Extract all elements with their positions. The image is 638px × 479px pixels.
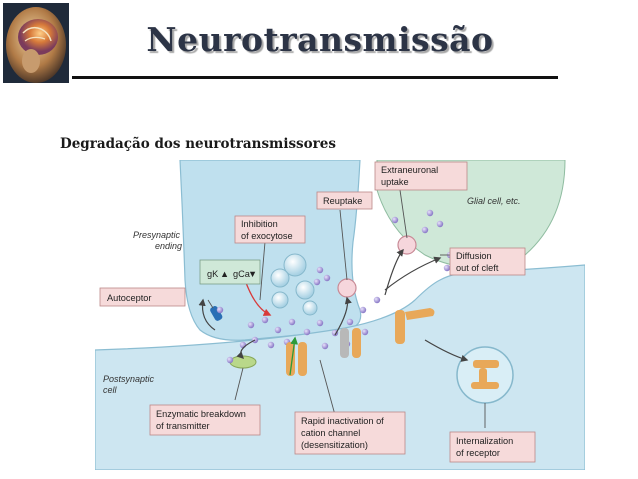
svg-text:Internalization: Internalization [456, 436, 513, 446]
svg-text:Autoceptor: Autoceptor [107, 293, 151, 303]
svg-text:Diffusion: Diffusion [456, 251, 492, 261]
synaptic-vesicles [270, 253, 318, 316]
inhibition-exocytose-box: Inhibition of exocytose [234, 215, 306, 244]
enzymatic-breakdown-box: Enzymatic breakdown of transmitter [149, 404, 261, 436]
diffusion-box: Diffusion out of cleft [449, 247, 526, 276]
brain-logo-image [3, 3, 69, 83]
gk-up-icon: ▲ [220, 269, 229, 279]
extraneuronal-uptake-box: Extraneuronal uptake [374, 161, 468, 191]
autoceptor-box: Autoceptor [99, 287, 186, 307]
presynaptic-ending [179, 160, 362, 341]
postsynaptic-label-2: cell [103, 385, 118, 395]
postsynaptic-label-1: Postsynaptic [103, 374, 155, 384]
svg-text:Rapid inactivation of: Rapid inactivation of [301, 416, 384, 426]
svg-text:Inhibition: Inhibition [241, 219, 278, 229]
extraneuronal-carrier [397, 235, 417, 255]
gca-down-icon: ▼ [248, 269, 257, 279]
process-arrows [198, 248, 469, 376]
svg-text:of exocytose: of exocytose [241, 231, 293, 241]
gk-label: gK [207, 269, 219, 279]
gca-label: gCa [233, 269, 251, 279]
rapid-inactivation-box: Rapid inactivation of cation channel (de… [294, 411, 406, 455]
autoceptor-receptor [210, 306, 223, 321]
svg-text:Enzymatic breakdown: Enzymatic breakdown [156, 409, 246, 419]
svg-text:(desensitization): (desensitization) [301, 440, 368, 450]
svg-text:cation channel: cation channel [301, 428, 360, 438]
presynaptic-label-1: Presynaptic [133, 230, 181, 240]
svg-text:of transmitter: of transmitter [156, 421, 210, 431]
transmitter-molecules [216, 209, 454, 364]
svg-text:Extraneuronal: Extraneuronal [381, 165, 438, 175]
title-underline [72, 76, 558, 79]
internalization-box: Internalization of receptor [449, 431, 536, 463]
presynaptic-label-2: ending [155, 241, 182, 251]
svg-text:Reuptake: Reuptake [323, 196, 362, 206]
leader-lines [207, 189, 486, 428]
desensitized-channel [340, 328, 361, 358]
synapse-diagram: gK ▲ gCa ▼ Presynaptic ending Postsynapt… [95, 160, 585, 470]
receptor-right [395, 308, 435, 344]
svg-text:uptake: uptake [381, 177, 409, 187]
glial-label: Glial cell, etc. [467, 196, 521, 206]
svg-text:of receptor: of receptor [456, 448, 500, 458]
slide-subtitle: Degradação dos neurotransmissores [60, 136, 336, 152]
reuptake-box: Reuptake [316, 191, 373, 210]
reuptake-carrier [337, 278, 357, 298]
conductance-box: gK ▲ gCa ▼ [199, 259, 261, 285]
internalized-receptor [471, 360, 499, 389]
slide-title: Neurotransmissão [146, 20, 494, 59]
svg-text:out of cleft: out of cleft [456, 263, 499, 273]
